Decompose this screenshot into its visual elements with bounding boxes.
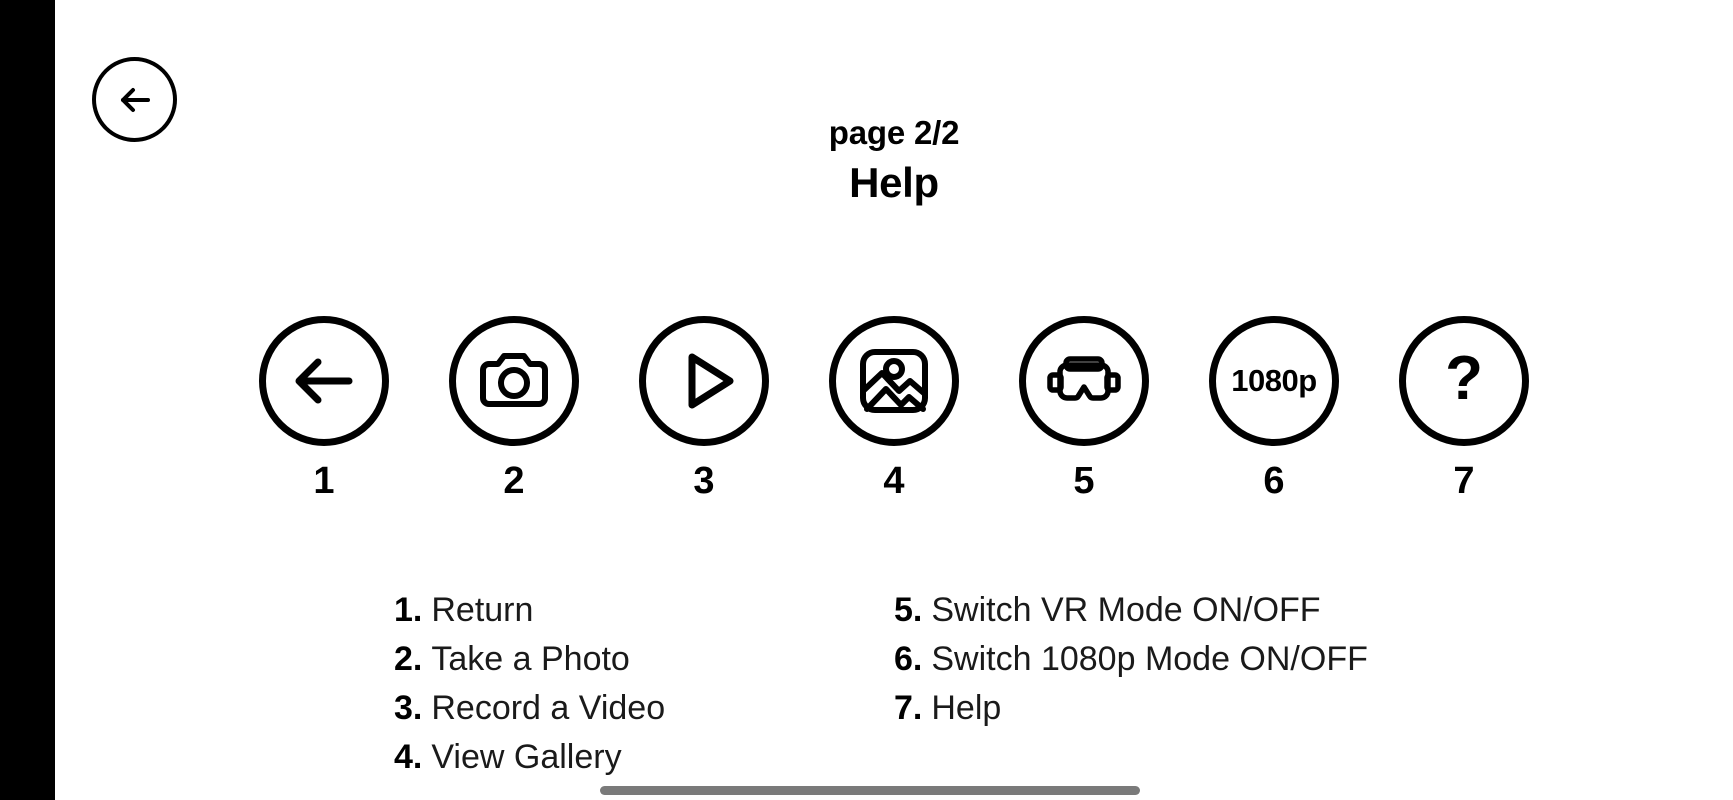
legend-label: Switch VR Mode ON/OFF [931, 591, 1321, 629]
icon-cell-gallery: 4 [827, 316, 962, 503]
page-title: Help [849, 159, 939, 206]
image-gallery-icon [852, 339, 936, 423]
legend-label: View Gallery [431, 738, 622, 776]
legend-number: 3. [394, 689, 423, 727]
vr-goggles-icon [1040, 337, 1128, 425]
list-item: 1. Return [394, 586, 824, 635]
list-item: 3. Record a Video [394, 684, 824, 733]
legend-label: Take a Photo [431, 640, 630, 678]
icon-button-take-photo[interactable] [449, 316, 579, 446]
icon-number-6: 6 [1263, 460, 1285, 502]
legend-number: 6. [894, 640, 923, 678]
icon-cell-camera: 2 [447, 316, 582, 503]
icon-cell-help: ? 7 [1397, 316, 1532, 503]
icon-legend-strip: 1 2 [55, 316, 1733, 503]
icon-button-help[interactable]: ? [1399, 316, 1529, 446]
list-item: 5. Switch VR Mode ON/OFF [894, 586, 1394, 635]
icon-cell-1080p-mode: 1080p 6 [1207, 316, 1342, 503]
legend-number: 1. [394, 591, 423, 629]
legend-label: Switch 1080p Mode ON/OFF [931, 640, 1368, 678]
arrow-left-icon [113, 78, 157, 122]
icon-number-2: 2 [503, 460, 525, 502]
legend-label: Return [431, 591, 534, 629]
home-indicator[interactable] [600, 786, 1140, 795]
legend-column-right: 5. Switch VR Mode ON/OFF 6. Switch 1080p… [894, 586, 1394, 782]
play-icon [664, 341, 744, 421]
icon-number-3: 3 [693, 460, 715, 502]
icon-cell-return: 1 [257, 316, 392, 503]
list-item: 4. View Gallery [394, 733, 824, 782]
icon-button-return[interactable] [259, 316, 389, 446]
icon-number-1: 1 [313, 460, 335, 502]
icon-button-record-video[interactable] [639, 316, 769, 446]
legend-label: Record a Video [431, 689, 666, 727]
icon-number-5: 5 [1073, 460, 1095, 502]
icon-button-view-gallery[interactable] [829, 316, 959, 446]
legend-number: 4. [394, 738, 423, 776]
legend-label: Help [931, 689, 1002, 727]
page-indicator: page 2/2 [828, 114, 960, 151]
legend: 1. Return 2. Take a Photo 3. Record a Vi… [55, 586, 1733, 782]
arrow-left-icon [285, 342, 363, 420]
list-item: 2. Take a Photo [394, 635, 824, 684]
back-button[interactable] [92, 57, 177, 142]
resolution-1080p-icon: 1080p [1231, 363, 1317, 398]
list-item: 6. Switch 1080p Mode ON/OFF [894, 635, 1394, 684]
icon-button-1080p-mode[interactable]: 1080p [1209, 316, 1339, 446]
list-item: 7. Help [894, 684, 1394, 733]
legend-number: 2. [394, 640, 423, 678]
icon-cell-vr-mode: 5 [1017, 316, 1152, 503]
page-header: page 2/2 Help [55, 116, 1733, 204]
legend-number: 7. [894, 689, 923, 727]
camera-icon [473, 340, 555, 422]
icon-button-vr-mode[interactable] [1019, 316, 1149, 446]
question-mark-icon: ? [1445, 344, 1483, 413]
icon-cell-record-video: 3 [637, 316, 772, 503]
legend-number: 5. [894, 591, 923, 629]
icon-number-4: 4 [883, 460, 905, 502]
letterbox-left-bar [0, 0, 55, 800]
icon-number-7: 7 [1453, 460, 1475, 502]
legend-column-left: 1. Return 2. Take a Photo 3. Record a Vi… [394, 586, 824, 782]
